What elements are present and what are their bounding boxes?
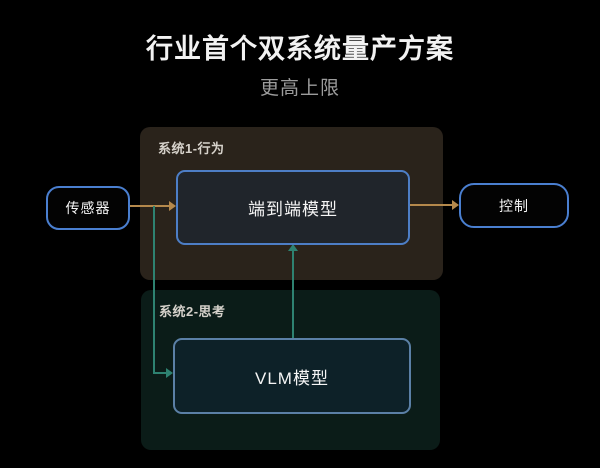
sensor-node: 传感器: [46, 186, 130, 230]
arrowhead-into-control-icon: [452, 200, 459, 210]
end-to-end-model-label: 端到端模型: [248, 200, 338, 219]
connector-sensor-to-e2e: [130, 205, 170, 207]
end-to-end-model-node: 端到端模型: [176, 170, 410, 245]
arrowhead-up-into-e2e-icon: [288, 244, 298, 251]
sensor-node-label: 传感器: [65, 200, 111, 216]
connector-vlm-to-e2e: [292, 251, 294, 338]
arrowhead-into-e2e-icon: [169, 201, 176, 211]
arrowhead-into-vlm-icon: [166, 368, 173, 378]
slide-title: 行业首个双系统量产方案: [146, 34, 454, 64]
vlm-model-node: VLM模型: [173, 338, 411, 414]
slide-subtitle: 更高上限: [259, 78, 340, 99]
system2-label: 系统2-思考: [159, 304, 226, 319]
control-node-label: 控制: [499, 197, 529, 214]
connector-sensor-to-vlm-vertical: [153, 206, 155, 374]
connector-e2e-to-control: [410, 204, 453, 206]
connector-sensor-to-vlm-horizontal: [153, 372, 167, 374]
system1-label: 系统1-行为: [158, 141, 225, 156]
control-node: 控制: [459, 183, 569, 228]
vlm-model-label: VLM模型: [255, 368, 329, 388]
